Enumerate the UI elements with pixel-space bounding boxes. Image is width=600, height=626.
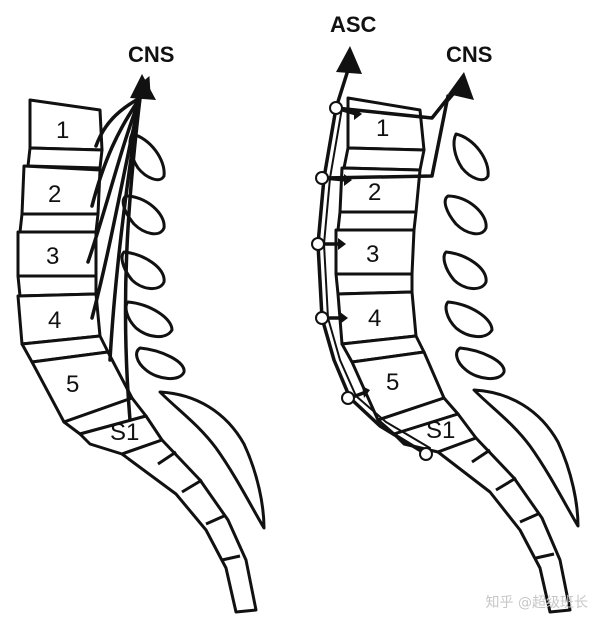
left-num-5: 5	[66, 371, 79, 398]
left-cns-arrow	[123, 96, 142, 422]
ganglion-5	[341, 391, 355, 405]
ganglion-6	[419, 447, 433, 461]
right-sacral-crest	[472, 388, 580, 528]
left-sacral-crest	[158, 390, 266, 530]
watermark: 知乎 @超级班长	[485, 595, 588, 611]
right-num-s1: S1	[426, 417, 455, 444]
right-num-5: 5	[386, 369, 399, 396]
left-spinous-4	[124, 300, 174, 338]
right-sacrum	[436, 436, 572, 614]
right-cns-label: CNS	[446, 42, 492, 67]
right-num-4: 4	[368, 305, 381, 332]
left-sacrum	[120, 438, 258, 614]
right-disc-1	[342, 146, 426, 172]
asc-label: ASC	[330, 12, 377, 37]
ganglion-2	[315, 171, 329, 185]
right-num-1: 1	[376, 115, 389, 142]
ganglion-1	[329, 101, 343, 115]
right-spinous-2	[443, 194, 488, 236]
right-num-3: 3	[366, 241, 379, 268]
ganglion-4	[315, 311, 329, 325]
left-num-2: 2	[48, 181, 61, 208]
left-cns-label: CNS	[128, 42, 174, 67]
right-spinous-3	[442, 250, 488, 290]
asc-arrowhead	[336, 46, 362, 74]
ganglion-3	[311, 237, 325, 251]
right-spine	[334, 96, 580, 614]
left-cns-arrowhead	[130, 74, 156, 100]
left-disc-2	[18, 212, 100, 234]
right-num-2: 2	[368, 179, 381, 206]
left-num-1: 1	[56, 117, 69, 144]
left-spinous-3	[120, 250, 166, 290]
right-small-arrows	[338, 108, 370, 398]
right-ganglia	[311, 101, 433, 461]
left-num-3: 3	[46, 243, 59, 270]
left-num-4: 4	[48, 307, 61, 334]
right-spinous-1	[452, 132, 490, 182]
left-disc-1	[26, 146, 104, 170]
left-spine	[16, 98, 266, 614]
right-disc-2	[336, 210, 418, 232]
right-spinous-4	[444, 300, 494, 338]
right-spinous-5	[455, 346, 506, 380]
right-cns-arrowhead	[448, 72, 474, 100]
left-num-s1: S1	[110, 419, 139, 446]
left-spinous-5	[135, 346, 186, 380]
